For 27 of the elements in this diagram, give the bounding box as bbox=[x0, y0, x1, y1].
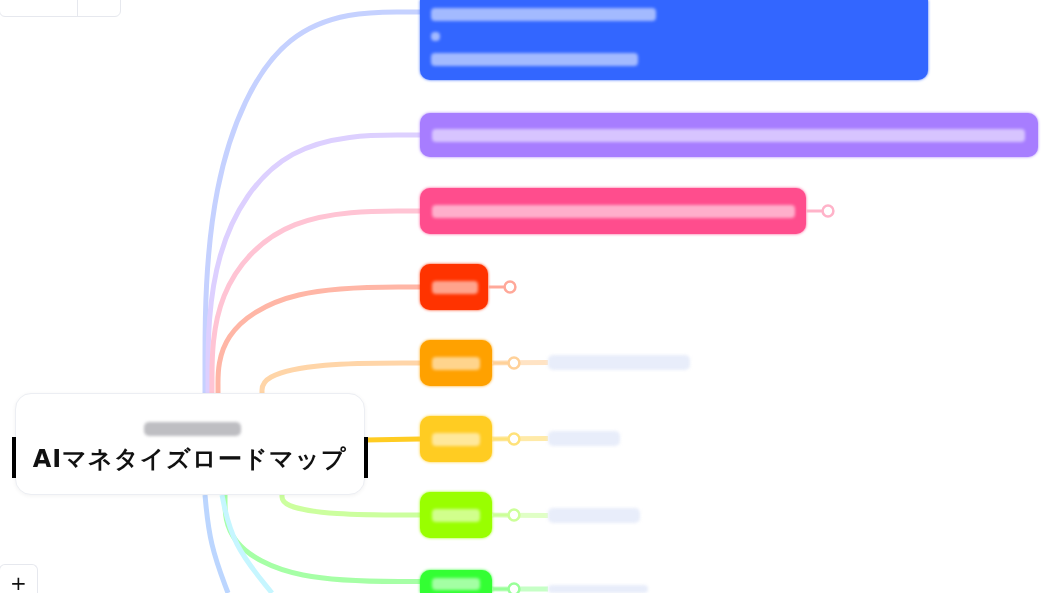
blurred-text bbox=[548, 508, 640, 523]
branch-box bbox=[420, 340, 492, 386]
branch-box bbox=[420, 113, 1038, 157]
branch-line bbox=[491, 360, 549, 366]
blurred-text bbox=[144, 422, 241, 436]
branch-box bbox=[420, 492, 492, 538]
branch-line bbox=[222, 495, 420, 584]
branch-line bbox=[202, 494, 231, 593]
branch-box bbox=[420, 0, 928, 80]
branch-line bbox=[491, 436, 549, 442]
map-title: AIマネタイズロードマップ bbox=[32, 444, 348, 475]
branch-box bbox=[420, 264, 488, 310]
blurred-text bbox=[548, 431, 620, 446]
branch-box bbox=[420, 416, 492, 462]
blurred-text bbox=[548, 355, 690, 370]
branch-box bbox=[420, 188, 806, 234]
branch-box bbox=[420, 570, 492, 593]
branch-line bbox=[205, 132, 420, 393]
branch-line bbox=[215, 284, 420, 393]
branch-line bbox=[491, 512, 549, 518]
root-topic-card bbox=[15, 393, 365, 495]
branch-line bbox=[492, 586, 548, 592]
branch-line bbox=[202, 9, 420, 393]
blurred-text bbox=[548, 585, 648, 593]
branch-line bbox=[209, 208, 420, 393]
branch-line bbox=[219, 494, 274, 593]
zoom-in-button: + bbox=[0, 564, 38, 593]
